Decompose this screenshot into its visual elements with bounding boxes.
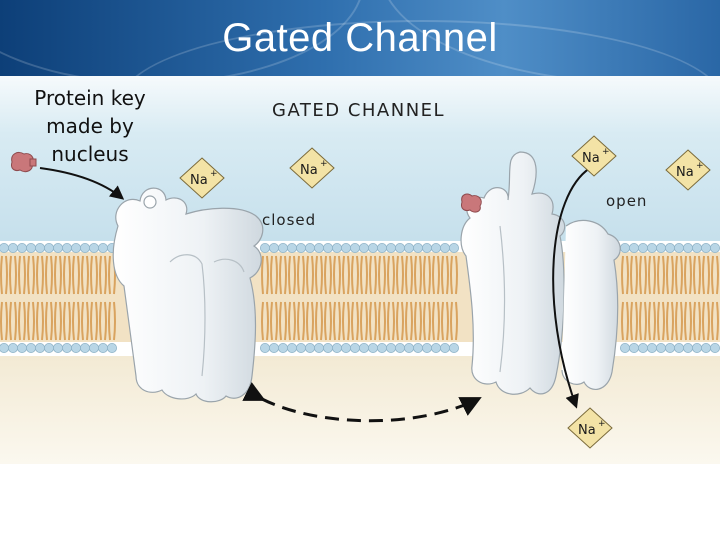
sodium-ion-badge: Na+ [665, 149, 711, 191]
title-band [0, 0, 720, 76]
key-binding-arrow [39, 167, 125, 200]
open-state-label: open [606, 192, 647, 210]
sodium-ion-label: Na [676, 165, 694, 180]
key-caption-line-3: nucleus [51, 142, 129, 166]
gated-channel-figure: GATED CHANNEL closed open Na+Na+Na+Na+Na… [0, 76, 720, 464]
sodium-ion-label: Na [300, 163, 318, 178]
sodium-ion-charge: + [598, 419, 606, 429]
closed-channel-protein [112, 187, 264, 403]
sodium-ion-badge: Na+ [571, 135, 617, 177]
sodium-ion-badge: Na+ [567, 407, 613, 449]
sodium-ion-label: Na [190, 173, 208, 188]
bound-key-molecule-icon [461, 193, 482, 213]
protein-key-caption: Protein key made by nucleus [20, 84, 160, 168]
sodium-ion-label: Na [578, 423, 596, 438]
sodium-ion-charge: + [210, 169, 218, 179]
sodium-ion-label: Na [582, 151, 600, 166]
sodium-ion-badge: Na+ [289, 147, 335, 189]
open-channel-protein [460, 151, 621, 395]
receptor-site-closed [143, 195, 157, 209]
key-caption-line-1: Protein key [34, 86, 146, 110]
figure-heading: GATED CHANNEL [272, 100, 445, 121]
sodium-ion-charge: + [696, 161, 704, 171]
key-molecule-icon [11, 151, 37, 173]
ion-passage-arrow [552, 167, 591, 409]
sodium-ion-charge: + [602, 147, 610, 157]
reversible-state-arrow [242, 382, 482, 423]
key-caption-line-2: made by [46, 114, 134, 138]
slide-title: Gated Channel [222, 16, 498, 60]
sodium-ion-badge: Na+ [179, 157, 225, 199]
closed-state-label: closed [262, 211, 316, 229]
sodium-ion-charge: + [320, 159, 328, 169]
